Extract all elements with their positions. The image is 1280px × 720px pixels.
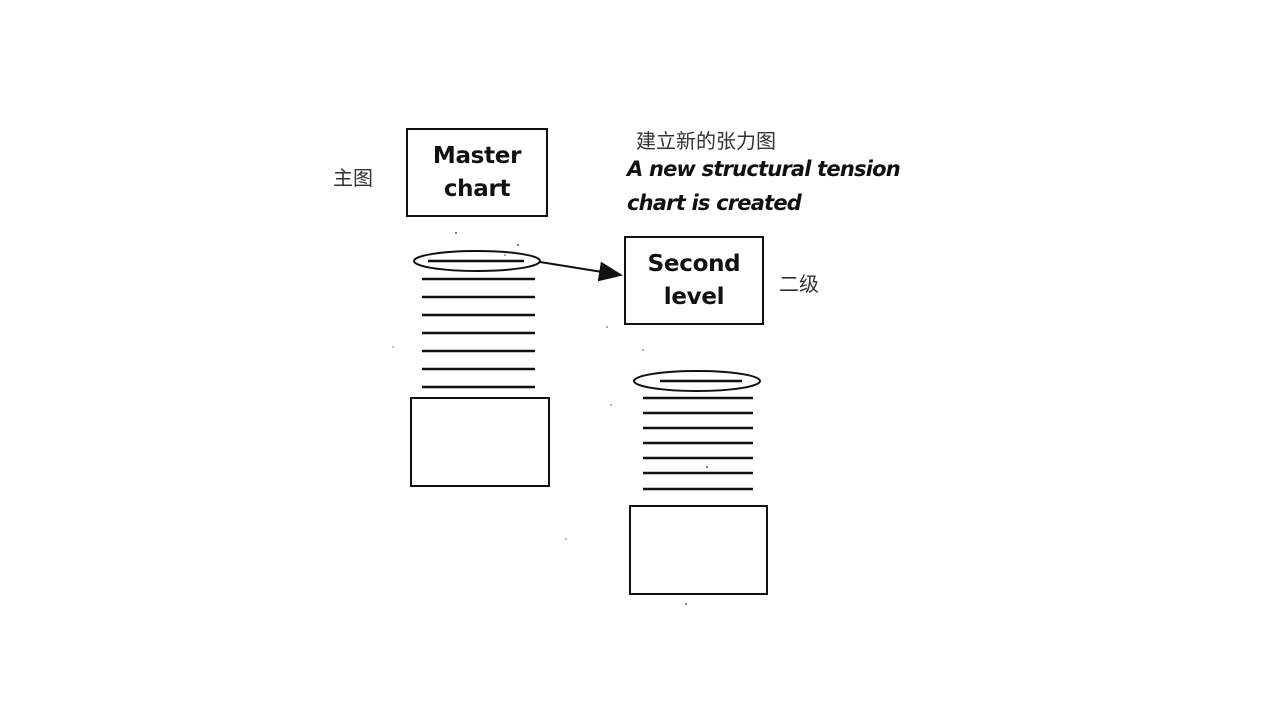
second-level-cn-label: 二级 <box>779 272 819 296</box>
second-level-action-steps <box>643 379 753 491</box>
master-chart-box <box>406 128 548 217</box>
master-chart-cn-label: 主图 <box>333 166 373 190</box>
second-step-highlight-ellipse <box>633 370 761 392</box>
telescoping-arrow <box>539 261 623 282</box>
second-level-box <box>624 236 764 325</box>
master-chart-title: Master chart <box>432 142 522 202</box>
master-step-highlight-ellipse <box>413 250 541 272</box>
caption-cn: 建立新的张力图 <box>636 129 776 153</box>
master-action-steps <box>422 259 535 389</box>
caption-en: A new structural tension chart is create… <box>627 157 901 215</box>
master-current-reality-box <box>410 397 550 487</box>
scan-speckles <box>392 232 708 605</box>
second-current-reality-box <box>629 505 768 595</box>
second-level-title: Second level <box>647 250 741 310</box>
